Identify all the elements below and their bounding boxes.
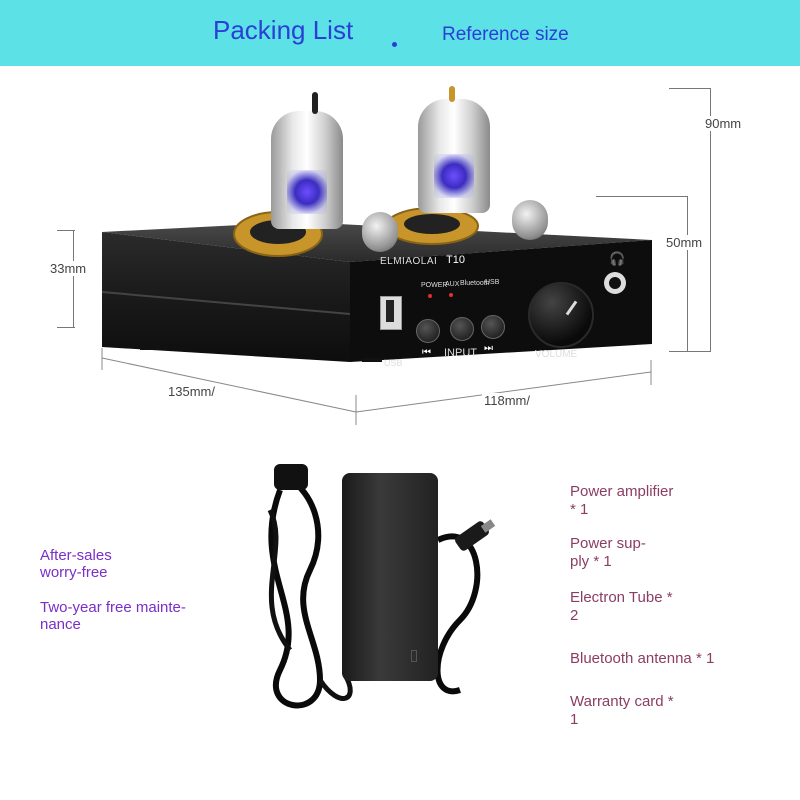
usb-label: USB: [384, 358, 403, 368]
page-subtitle: Reference size: [442, 24, 569, 45]
packing-item-1-line1: Power amplifier: [570, 483, 674, 500]
packing-item-3-line1: Electron Tube *: [570, 589, 673, 606]
dim-tick-bottom: [669, 351, 711, 352]
dim-line-height-body: [687, 196, 688, 351]
page-title: Packing List: [213, 15, 354, 45]
title-separator-dot: [392, 42, 397, 47]
headphone-jack-hole: [609, 277, 621, 289]
power-cable: [267, 464, 496, 709]
aux-led: [449, 293, 453, 297]
dim-height-total-label: 90mm: [703, 116, 744, 131]
header-banner: [0, 0, 800, 66]
model-label: T10: [446, 254, 465, 266]
dim-tick-front-top: [57, 230, 75, 231]
dim-tick-front-bottom: [57, 327, 75, 328]
brand-label: ELMIAOLAI: [380, 256, 438, 267]
dim-height-body-label: 50mm: [664, 235, 705, 250]
adapter-led: [411, 650, 417, 662]
indicator-aux-label: AUX: [445, 281, 460, 288]
packing-item-5-line1: Warranty card *: [570, 693, 674, 710]
dim-tick-body-top: [596, 196, 688, 197]
packing-item-4-line1: Bluetooth antenna * 1: [570, 650, 715, 667]
after-sales-line1: After-sales: [40, 547, 112, 564]
maintenance-line2: nance: [40, 616, 81, 633]
dim-depth-label: 135mm/: [166, 384, 217, 399]
skip-forward-icon: ⏭: [484, 343, 493, 354]
packing-item-1-line2: * 1: [570, 501, 589, 518]
usb-port-slot: [386, 300, 394, 322]
tube-tip: [449, 86, 455, 102]
dim-tick-top: [669, 88, 711, 89]
antenna-wire: [312, 92, 318, 114]
tone-knob-right[interactable]: [512, 200, 548, 240]
skip-back-icon: ⏮: [422, 347, 431, 358]
maintenance-line1: Two-year free mainte-: [40, 599, 186, 616]
packing-item-3-line2: 2: [570, 607, 579, 624]
dim-width-label: 118mm/: [482, 393, 532, 408]
dim-line-front-height: [73, 230, 74, 328]
tube-glow-right: [434, 154, 474, 198]
power-led: [428, 294, 432, 298]
volume-plus-label: +: [575, 346, 582, 358]
volume-knob[interactable]: [528, 282, 594, 348]
indicator-bluetooth-label: Bluetooth: [460, 280, 490, 287]
indicator-power-label: POWER: [421, 282, 448, 289]
tube-glow-left: [287, 170, 327, 214]
tone-knob-left[interactable]: [362, 212, 398, 252]
prev-button[interactable]: [416, 319, 440, 343]
headphone-icon: 🎧: [609, 251, 626, 266]
packing-item-5-line2: 1: [570, 711, 579, 728]
dim-line-height-total: [710, 88, 711, 352]
dim-front-height-label: 33mm: [48, 261, 89, 276]
tube-sockets: [233, 208, 479, 257]
volume-minus-label: -: [526, 347, 530, 359]
input-button[interactable]: [450, 317, 474, 341]
after-sales-line2: worry-free: [40, 564, 108, 581]
input-label: INPUT: [444, 347, 477, 359]
indicator-usb-label: USB: [485, 279, 500, 286]
power-adapter: [342, 473, 438, 681]
next-button[interactable]: [481, 315, 505, 339]
volume-label: VOLUME: [535, 349, 578, 360]
packing-item-2-line1: Power sup-: [570, 535, 646, 552]
packing-item-2-line2: ply * 1: [570, 553, 612, 570]
